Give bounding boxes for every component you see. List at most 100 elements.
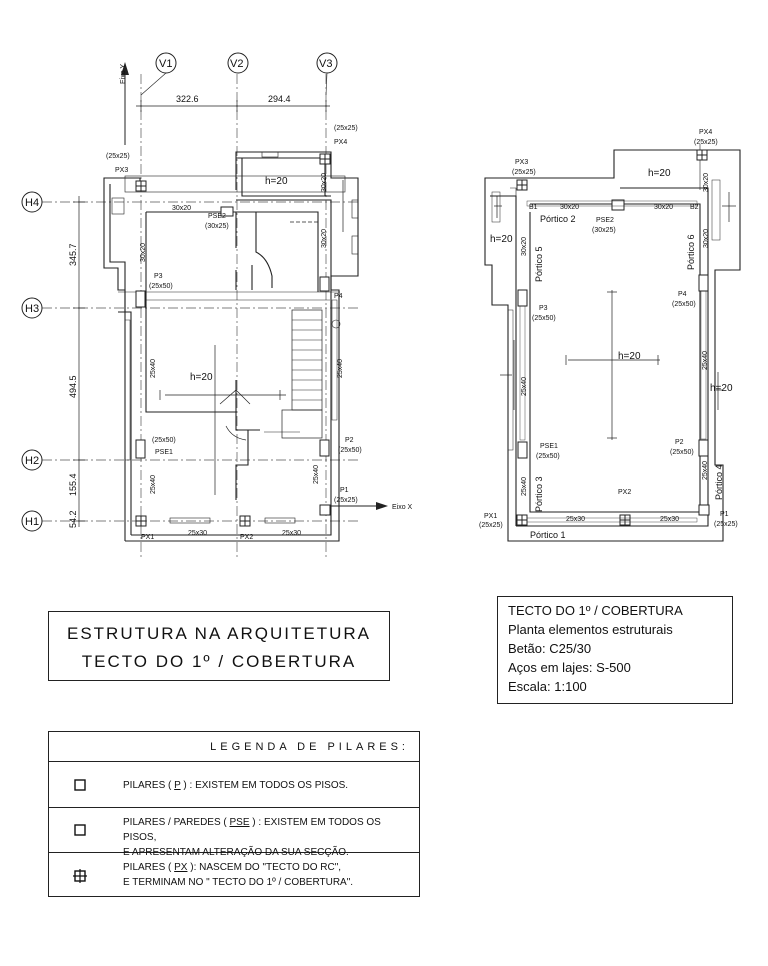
- dim-v-2: 494.5: [68, 375, 78, 398]
- beam-25x40-b: 25x40: [337, 359, 344, 378]
- right-span-marks: [494, 192, 736, 440]
- beam-strips: [519, 200, 707, 523]
- r-beam-25x40-a: 25x40: [521, 377, 528, 396]
- row-bubbles: [21, 191, 43, 532]
- structural-drawing: Eixo Y Eixo X V1 V2 V3 H4 H3 H2 H1 322.6…: [21, 52, 741, 560]
- r-portico-2: Pórtico 2: [540, 214, 576, 224]
- r-beam-25x30-a: 25x30: [566, 516, 585, 523]
- beam-30x20-v1: 30x20: [140, 243, 147, 262]
- r-beam-30x20-d: 30x20: [703, 173, 710, 192]
- dim-v-1: 345.7: [68, 243, 78, 266]
- legend-pse-line2: E APRESENTAM ALTERAÇÃO DA SUA SECÇÃO.: [123, 847, 349, 858]
- info-box: TECTO DO 1º / COBERTURA Planta elementos…: [497, 596, 733, 704]
- right-walls: [484, 144, 741, 542]
- r-px1-label: PX1: [484, 513, 497, 520]
- column-label-v3: V3: [319, 58, 332, 70]
- p2-label: P2: [345, 437, 354, 444]
- pse1-size: (25x50): [152, 437, 176, 444]
- row-label-h4: H4: [25, 197, 39, 209]
- dim-v-3: 155.4: [68, 473, 78, 496]
- r-pse2-size: (30x25): [592, 227, 616, 234]
- title-line-1: ESTRUTURA NA ARQUITETURA: [67, 624, 371, 643]
- r-pse2-label: PSE2: [596, 217, 614, 224]
- p2-size: (25x50): [338, 447, 362, 454]
- r-beam-25x30-b: 25x30: [660, 516, 679, 523]
- legend-p-suffix: ) : EXISTEM EM TODOS OS PISOS.: [180, 780, 349, 791]
- r-beam-30x20-c: 30x20: [521, 237, 528, 256]
- r-beam-25x40-c: 25x40: [521, 477, 528, 496]
- r-beam-30x20-a: 30x20: [560, 204, 579, 211]
- info-line-4: Aços em lajes: S-500: [508, 660, 631, 675]
- r-portico-6: Pórtico 6: [686, 234, 696, 270]
- r-beam-25x40-d: 25x40: [702, 461, 709, 480]
- info-line-2: Planta elementos estruturais: [508, 622, 673, 637]
- legend-row-pse: PILARES / PAREDES ( PSE ) : EXISTEM EM T…: [49, 808, 419, 858]
- r-pse1-label: PSE1: [540, 443, 558, 450]
- r-slab-h20-center: h=20: [618, 351, 641, 362]
- r-px3-label: PX3: [515, 159, 528, 166]
- beam-25x30-b: 25x30: [282, 530, 301, 537]
- info-line-3: Betão: C25/30: [508, 641, 592, 656]
- r-slab-h20-left: h=20: [490, 234, 513, 245]
- legend-pse-code: PSE: [229, 817, 250, 828]
- p1-size: (25x25): [334, 497, 358, 504]
- beam-25x40-a: 25x40: [150, 359, 157, 378]
- r-b2: B2: [690, 204, 699, 211]
- legend-px-prefix: PILARES (: [123, 862, 175, 873]
- px2-label: PX2: [240, 534, 253, 541]
- px1-label: PX1: [141, 534, 154, 541]
- walls: [103, 151, 359, 542]
- r-b1: B1: [529, 204, 538, 211]
- px3-size: (25x25): [106, 153, 130, 160]
- dimension-lines: [73, 100, 330, 527]
- square-icon: [49, 762, 109, 807]
- dim-v-4: 54.2: [68, 510, 78, 528]
- r-slab-h20-top: h=20: [648, 168, 671, 179]
- slab-h20-top: h=20: [265, 176, 288, 187]
- beam-25x40-d: 25x40: [313, 465, 320, 484]
- right-plan-labels: PX3 (25x25) PX4 (25x25) h=20 h=20 B1 B2 …: [479, 129, 738, 540]
- axis-y-label: Eixo Y: [120, 64, 127, 84]
- r-px1-size: (25x25): [479, 522, 503, 529]
- p1-label: P1: [340, 487, 349, 494]
- beam-30x20-top: 30x20: [172, 205, 191, 212]
- slab-h20-main: h=20: [190, 372, 213, 383]
- p3-label: P3: [154, 273, 163, 280]
- r-p3-size: (25x50): [532, 315, 556, 322]
- r-portico-1: Pórtico 1: [530, 530, 566, 540]
- pse2-size: (30x25): [205, 223, 229, 230]
- dim-h-2: 294.4: [268, 94, 291, 104]
- r-px3-size: (25x25): [512, 169, 536, 176]
- grid-lines: [42, 74, 360, 560]
- beam-30x20-v3: 30x20: [321, 229, 328, 248]
- right-plan: [484, 144, 741, 542]
- left-plan-labels: Eixo Y Eixo X V1 V2 V3 H4 H3 H2 H1 322.6…: [25, 58, 413, 541]
- legend-pse-prefix: PILARES / PAREDES (: [123, 817, 230, 828]
- r-beam-25x40-b: 25x40: [702, 351, 709, 370]
- info-line-5: Escala: 1:100: [508, 679, 587, 694]
- p4-label: P4: [334, 293, 343, 300]
- pse2-label: PSE2: [208, 213, 226, 220]
- legend-row-p: PILARES ( P ) : EXISTEM EM TODOS OS PISO…: [49, 762, 419, 808]
- square-cross-icon: [49, 853, 109, 898]
- p3-size: (25x50): [149, 283, 173, 290]
- r-beam-30x20-e: 30x20: [703, 229, 710, 248]
- beam-25x40-c: 25x40: [150, 475, 157, 494]
- r-p4-label: P4: [678, 291, 687, 298]
- right-columns: [516, 149, 710, 526]
- legend-title: LEGENDA DE PILARES:: [49, 732, 419, 762]
- column-bubbles: [140, 52, 338, 96]
- pse1-label: PSE1: [155, 449, 173, 456]
- square-icon: [49, 808, 109, 852]
- r-p4-size: (25x50): [672, 301, 696, 308]
- r-portico-3: Pórtico 3: [534, 476, 544, 512]
- beam-30x20-v2: 30x20: [321, 173, 328, 192]
- r-p1-label: P1: [720, 511, 729, 518]
- left-plan: [21, 52, 388, 560]
- row-label-h1: H1: [25, 516, 39, 528]
- r-p2-size: (25x50): [670, 449, 694, 456]
- title-line-2: TECTO DO 1º / COBERTURA: [81, 652, 357, 671]
- r-p2-label: P2: [675, 439, 684, 446]
- r-px2-label: PX2: [618, 489, 631, 496]
- legend-px-code: PX: [174, 862, 188, 873]
